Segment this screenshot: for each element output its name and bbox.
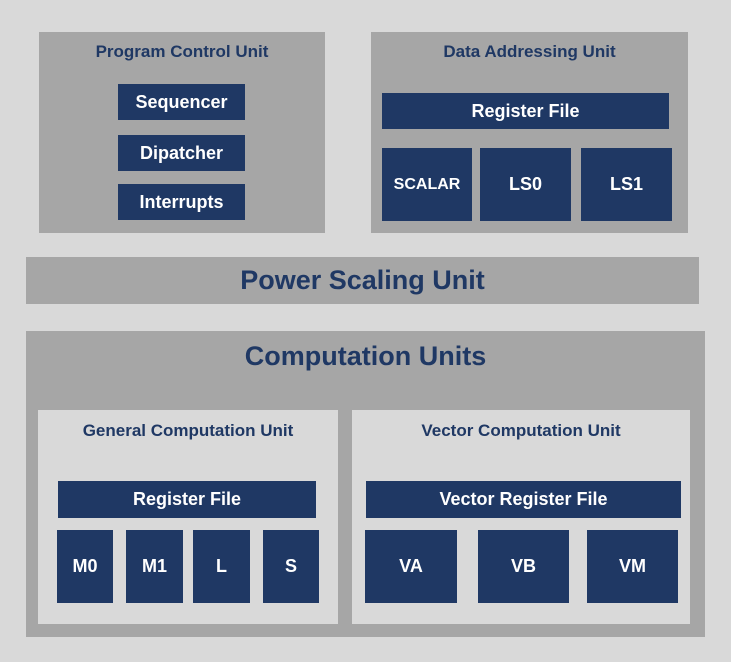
dau-register-file: Register File — [382, 93, 669, 129]
gcu-register-file: Register File — [58, 481, 316, 518]
s-unit: S — [263, 530, 319, 603]
vcu-vector-register-file: Vector Register File — [366, 481, 681, 518]
l-unit: L — [193, 530, 250, 603]
sequencer-block: Sequencer — [118, 84, 245, 120]
power-scaling-unit-title: Power Scaling Unit — [240, 265, 485, 295]
program-control-unit-title: Program Control Unit — [95, 42, 269, 61]
program-control-unit: Program Control Unit Sequencer Dipatcher… — [39, 32, 325, 233]
vm-unit: VM — [587, 530, 678, 603]
ls1-unit: LS1 — [581, 148, 672, 221]
computation-units-title: Computation Units — [244, 341, 487, 371]
vb-unit: VB — [478, 530, 569, 603]
vector-computation-unit-title: Vector Computation Unit — [421, 421, 621, 440]
vector-computation-unit: Vector Computation Unit Vector Register … — [352, 410, 690, 624]
va-unit: VA — [365, 530, 457, 603]
interrupts-block: Interrupts — [118, 184, 245, 220]
general-computation-unit-title: General Computation Unit — [82, 421, 294, 440]
data-addressing-unit-title: Data Addressing Unit — [443, 42, 616, 61]
dispatcher-block: Dipatcher — [118, 135, 245, 171]
m0-unit: M0 — [57, 530, 113, 603]
general-computation-unit: General Computation Unit Register File M… — [38, 410, 338, 624]
power-scaling-unit: Power Scaling Unit — [26, 257, 699, 304]
ls0-unit: LS0 — [480, 148, 571, 221]
computation-units: Computation Units General Computation Un… — [26, 331, 705, 637]
m1-unit: M1 — [126, 530, 183, 603]
scalar-unit: SCALAR — [382, 148, 472, 221]
data-addressing-unit: Data Addressing Unit Register File SCALA… — [371, 32, 688, 233]
